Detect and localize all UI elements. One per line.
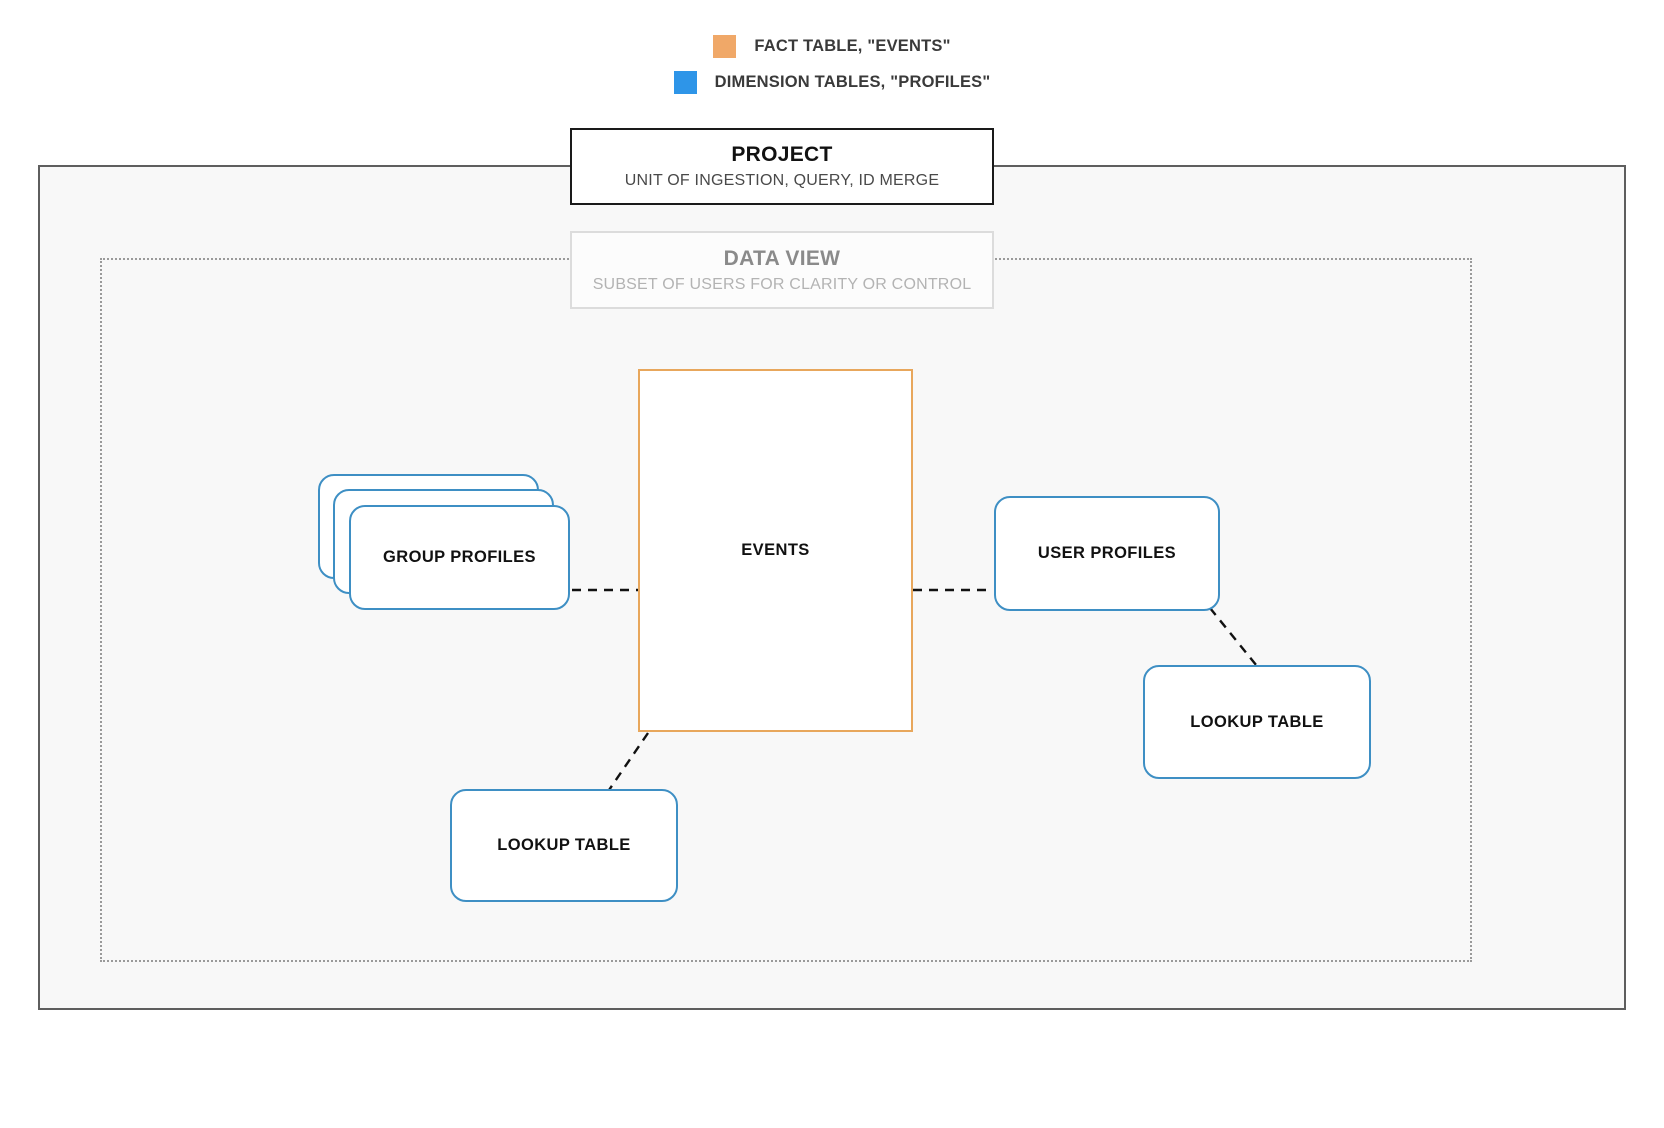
node-group-profiles-label: GROUP PROFILES bbox=[383, 548, 536, 566]
legend-swatch-orange-icon bbox=[713, 34, 737, 58]
group-profiles-stack-layer-front: GROUP PROFILES bbox=[349, 505, 570, 610]
node-lookup-table-left[interactable]: LOOKUP TABLE bbox=[450, 789, 678, 902]
legend-label-dimension-tables: DIMENSION TABLES, "PROFILES" bbox=[714, 72, 991, 91]
node-events[interactable]: EVENTS bbox=[638, 369, 913, 732]
data-view-header-card: DATA VIEW SUBSET OF USERS FOR CLARITY OR… bbox=[570, 231, 994, 309]
node-events-label: EVENTS bbox=[741, 541, 810, 559]
node-lookup-table-right[interactable]: LOOKUP TABLE bbox=[1143, 665, 1371, 779]
data-view-subtitle: SUBSET OF USERS FOR CLARITY OR CONTROL bbox=[592, 275, 972, 293]
project-subtitle: UNIT OF INGESTION, QUERY, ID MERGE bbox=[624, 172, 940, 189]
data-view-title: DATA VIEW bbox=[723, 246, 841, 270]
node-lookup-table-right-label: LOOKUP TABLE bbox=[1190, 712, 1324, 731]
node-user-profiles[interactable]: USER PROFILES bbox=[994, 496, 1220, 611]
legend-row-fact-table: FACT TABLE, "EVENTS" bbox=[0, 28, 1664, 64]
node-group-profiles[interactable]: GROUP PROFILES bbox=[318, 474, 570, 610]
project-title: PROJECT bbox=[731, 143, 833, 166]
node-lookup-table-left-label: LOOKUP TABLE bbox=[497, 836, 631, 854]
legend-label-fact-table: FACT TABLE, "EVENTS" bbox=[754, 36, 951, 55]
legend: FACT TABLE, "EVENTS" DIMENSION TABLES, "… bbox=[0, 28, 1664, 100]
project-header-card: PROJECT UNIT OF INGESTION, QUERY, ID MER… bbox=[570, 128, 994, 205]
node-user-profiles-label: USER PROFILES bbox=[1037, 544, 1177, 562]
legend-swatch-blue-icon bbox=[673, 70, 697, 94]
legend-row-dimension-tables: DIMENSION TABLES, "PROFILES" bbox=[0, 64, 1664, 100]
